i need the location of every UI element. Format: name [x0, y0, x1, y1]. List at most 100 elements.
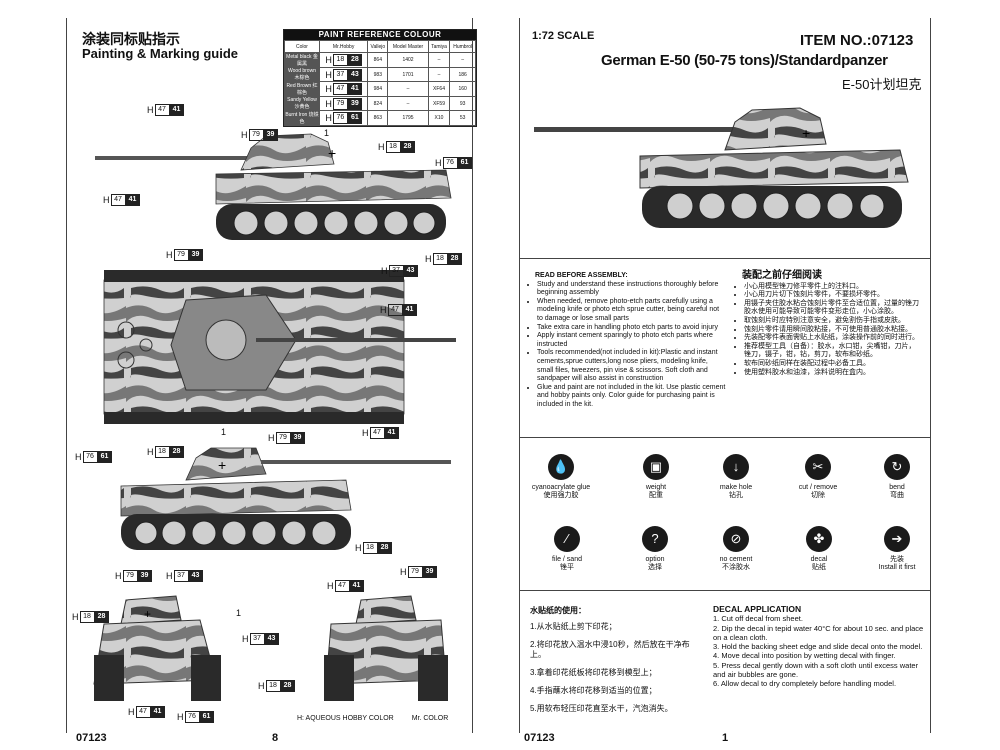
- marker-one: 1: [324, 128, 330, 138]
- left-title-cn: 涂装同标贴指示: [82, 31, 180, 47]
- box-tank-illustration: +: [534, 107, 909, 228]
- col-color: Color: [284, 40, 320, 53]
- left-footer-code: 07123: [76, 732, 107, 744]
- left-footer-page: 8: [272, 732, 279, 744]
- read-before-cn: 装配之前仔细阅读: [742, 270, 822, 281]
- paint-reference-table: PAINT REFERENCE COLOUR Color Mr.Hobby Va…: [283, 29, 477, 127]
- instruction-cn-item: 小心用模型锉刀修平零件上的注料口。: [744, 283, 920, 292]
- svg-text:+: +: [218, 457, 226, 473]
- instruction-cn-item: 取蚀刻片时应特别注意安全，避免割伤手指或皮肤。: [744, 317, 920, 326]
- drill-icon: ↓: [723, 454, 749, 480]
- instructions-en: READ BEFORE ASSEMBLY: Study and understa…: [528, 272, 726, 410]
- right-footer-page: 1: [722, 732, 729, 744]
- instruction-cn-item: 先装配零件表面需贴上水贴纸，涂装操作前的同时进行。: [744, 334, 920, 343]
- left-title-en: Painting & Marking guide: [82, 46, 239, 61]
- model-title: German E-50 (50-75 tons)/Standardpanzer: [601, 52, 888, 69]
- model-title-cn: E-50计划坦克: [842, 77, 922, 92]
- tank-side-view-left: +: [95, 133, 452, 240]
- center-page-border-right: [519, 18, 520, 733]
- tank-front-view: +: [93, 595, 221, 701]
- marker-one: 1: [221, 427, 227, 437]
- svg-text:+: +: [328, 145, 336, 161]
- glue-drop-icon: 💧: [548, 454, 574, 480]
- install-first-icon: ➔: [884, 526, 910, 552]
- tank-top-view: [103, 270, 456, 424]
- knife-icon: ✂: [805, 454, 831, 480]
- bend-arrow-icon: ↻: [884, 454, 910, 480]
- instruction-en-item: Tools recommended(not included in kit):P…: [537, 349, 726, 383]
- read-before-en: READ BEFORE ASSEMBLY:: [535, 272, 628, 279]
- divider-2: [519, 437, 930, 438]
- instruction-en-item: Apply instant cement sparingly to photo …: [537, 332, 726, 349]
- color-legend: H: AQUEOUS HOBBY COLOR Mr. COLOR: [297, 715, 448, 722]
- col-tamiya: Tamiya: [427, 40, 451, 53]
- marker-one: 1: [236, 608, 242, 618]
- col-vallejo: Vallejo: [367, 40, 389, 53]
- decal-instructions-cn: 水贴纸的使用： 1.从水贴纸上剪下印花； 2.将印花放入温水中浸10秒，然后放在…: [530, 606, 690, 713]
- instructions-cn: 装配之前仔细阅读 小心用模型锉刀修平零件上的注料口。 小心用刀片切下蚀刻片零件，…: [735, 270, 920, 378]
- col-mrhobby: Mr.Hobby: [318, 40, 369, 53]
- instruction-en-item: Study and understand these instructions …: [537, 281, 726, 298]
- instruction-cn-item: 蚀刻片零件请用瞬间胶粘接，不可使用普通胶水粘接。: [744, 326, 920, 335]
- instruction-cn-item: 推荐模型工具（自备）：胶水，水口钳，尖嘴钳，刀片，锉刀，镊子，钳，钻，剪刀，软布…: [744, 343, 920, 360]
- instruction-en-item: Glue and paint are not included in the k…: [537, 384, 726, 410]
- tank-side-view-right: +: [120, 447, 451, 550]
- right-page-border: [930, 18, 931, 733]
- col-modelmaster: Model Master: [387, 40, 429, 53]
- instruction-cn-item: 使用塑料胶水和油漆，涂料说明在盒内。: [744, 369, 920, 378]
- decal-icon: ✤: [806, 526, 832, 552]
- left-page-border: [66, 18, 67, 733]
- weight-icon: ▣: [643, 454, 669, 480]
- instruction-cn-item: 用镊子夹住胶水粘合蚀刻片零件至合适位置，过量的锉刀胶水使用可能导致可能零件变形走…: [744, 300, 920, 317]
- center-page-border-left: [472, 18, 473, 733]
- legend-mr-color: Mr. COLOR: [411, 715, 449, 722]
- instruction-en-item: When needed, remove photo-etch parts car…: [537, 298, 726, 324]
- right-footer-code: 07123: [524, 732, 555, 744]
- col-humbrol: Humbrol: [449, 40, 476, 53]
- instruction-cn-item: 软布同砂纸同样在装配过程中必备工具。: [744, 360, 920, 369]
- paint-table-heading: PAINT REFERENCE COLOUR: [284, 30, 476, 40]
- svg-text:+: +: [144, 607, 151, 621]
- item-number: ITEM NO.:07123: [800, 32, 914, 49]
- divider-3: [519, 590, 930, 591]
- file-tool-icon: ∕: [554, 526, 580, 552]
- left-tank-drawings: + + +: [93, 133, 456, 701]
- legend-aqueous: H: AQUEOUS HOBBY COLOR: [297, 715, 394, 722]
- decal-instructions-en: DECAL APPLICATION 1. Cut off decal from …: [713, 604, 924, 689]
- no-cement-icon: ⊘: [723, 526, 749, 552]
